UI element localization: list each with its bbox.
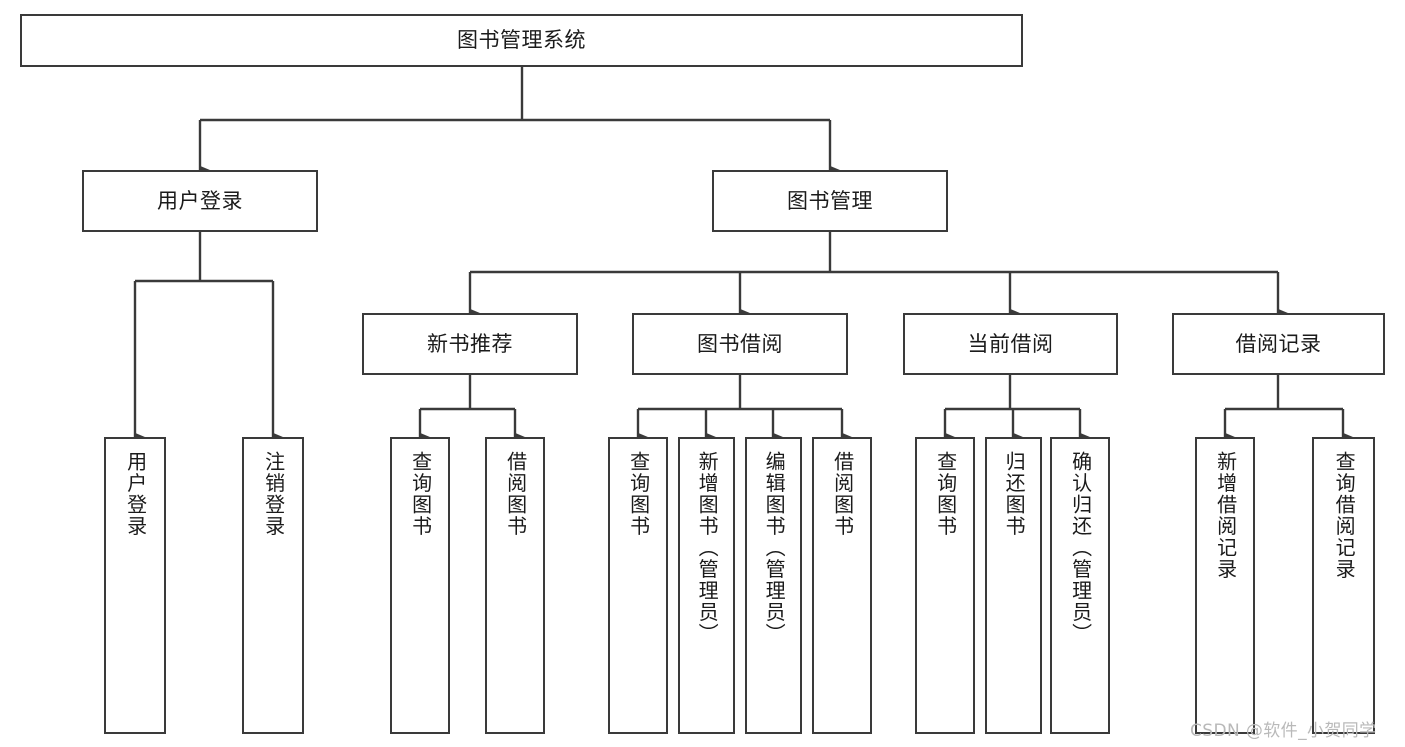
node-leaf-query-borrow-record-label: 查询借阅记录 [1332, 451, 1357, 580]
node-leaf-query-book-bb-label: 查询图书 [626, 451, 651, 537]
node-book-borrow-label: 图书借阅 [697, 331, 783, 356]
node-leaf-query-book-bb[interactable]: 查询图书 [608, 437, 668, 734]
node-leaf-query-book-rec-label: 查询图书 [408, 451, 433, 537]
node-leaf-confirm-return-admin-label: 确认归还（管理员） [1068, 451, 1093, 645]
node-leaf-return-book[interactable]: 归还图书 [985, 437, 1042, 734]
node-leaf-add-book-admin[interactable]: 新增图书（管理员） [678, 437, 735, 734]
node-leaf-query-borrow-record[interactable]: 查询借阅记录 [1312, 437, 1375, 734]
node-book-manage-label: 图书管理 [787, 188, 873, 213]
node-borrow-record[interactable]: 借阅记录 [1172, 313, 1385, 375]
node-leaf-confirm-return-admin[interactable]: 确认归还（管理员） [1050, 437, 1110, 734]
node-leaf-user-login[interactable]: 用户登录 [104, 437, 166, 734]
node-leaf-edit-book-admin[interactable]: 编辑图书（管理员） [745, 437, 802, 734]
node-leaf-borrow-book-bb[interactable]: 借阅图书 [812, 437, 872, 734]
node-new-book-recommend[interactable]: 新书推荐 [362, 313, 578, 375]
node-borrow-record-label: 借阅记录 [1235, 331, 1322, 356]
node-leaf-edit-book-admin-label: 编辑图书（管理员） [762, 451, 787, 645]
node-current-borrow-label: 当前借阅 [967, 331, 1054, 356]
node-leaf-add-borrow-record-label: 新增借阅记录 [1213, 451, 1238, 580]
node-root[interactable]: 图书管理系统 [20, 14, 1023, 67]
node-leaf-query-book-rec[interactable]: 查询图书 [390, 437, 450, 734]
node-leaf-borrow-book-bb-label: 借阅图书 [830, 451, 855, 537]
node-leaf-add-book-admin-label: 新增图书（管理员） [695, 451, 720, 645]
node-root-label: 图书管理系统 [457, 28, 586, 53]
node-user-login-label: 用户登录 [157, 188, 243, 213]
node-book-manage[interactable]: 图书管理 [712, 170, 948, 232]
node-book-borrow[interactable]: 图书借阅 [632, 313, 848, 375]
node-leaf-borrow-book-rec-label: 借阅图书 [503, 451, 528, 537]
node-leaf-query-book-cb-label: 查询图书 [933, 451, 958, 537]
node-current-borrow[interactable]: 当前借阅 [903, 313, 1118, 375]
node-leaf-add-borrow-record[interactable]: 新增借阅记录 [1195, 437, 1255, 734]
node-leaf-borrow-book-rec[interactable]: 借阅图书 [485, 437, 545, 734]
node-new-book-recommend-label: 新书推荐 [427, 331, 513, 356]
node-leaf-return-book-label: 归还图书 [1002, 451, 1027, 537]
node-leaf-user-logout[interactable]: 注销登录 [242, 437, 304, 734]
node-user-login[interactable]: 用户登录 [82, 170, 318, 232]
node-leaf-query-book-cb[interactable]: 查询图书 [915, 437, 975, 734]
node-leaf-user-logout-label: 注销登录 [261, 451, 286, 537]
csdn-watermark: CSDN @软件_小贺同学 [1190, 721, 1377, 741]
node-leaf-user-login-label: 用户登录 [123, 451, 148, 537]
